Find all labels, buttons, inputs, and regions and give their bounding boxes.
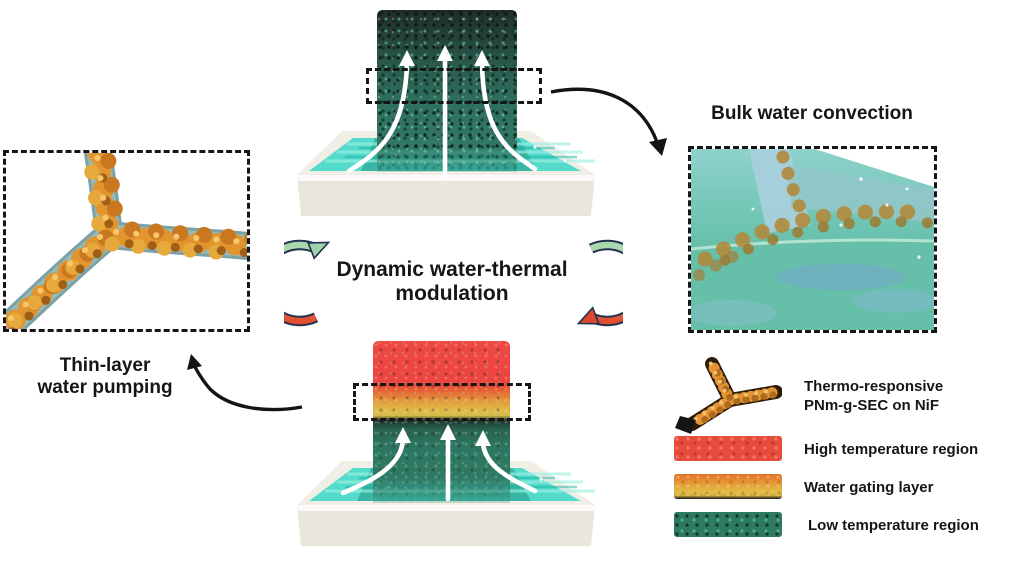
particles-shadow bbox=[8, 155, 247, 329]
connector-arrowhead bbox=[649, 138, 667, 156]
particles-column bbox=[776, 150, 810, 222]
particles-light bbox=[6, 153, 247, 329]
y-branch-icon bbox=[675, 357, 782, 434]
blue-reflection bbox=[776, 264, 906, 290]
legend-label-thermo: Thermo-responsive PNm-g-SEC on NiF bbox=[804, 378, 944, 414]
tray-front-face bbox=[297, 175, 595, 216]
high-temperature-swatch bbox=[674, 436, 782, 461]
bulk-water bbox=[691, 239, 934, 330]
left-caption-line2: water pumping bbox=[37, 376, 173, 398]
hot-state-scene bbox=[285, 333, 635, 548]
gating-zone-box bbox=[353, 383, 531, 421]
sparkles bbox=[751, 177, 921, 259]
connector-arrow-to-bulk bbox=[550, 87, 667, 156]
branch-horizontal bbox=[787, 165, 934, 223]
connector-arrow-to-thin-layer bbox=[187, 354, 303, 412]
blue-reflection bbox=[854, 289, 934, 313]
upflow-arrows-top bbox=[346, 45, 538, 180]
center-label: Dynamic water-thermal modulation bbox=[320, 258, 584, 306]
legend-label-low-temp: Low temperature region bbox=[808, 517, 979, 534]
blue-reflection bbox=[691, 300, 777, 326]
thin-layer-render bbox=[6, 153, 247, 329]
cycle-arrow-left bbox=[284, 239, 331, 327]
legend-label-gating: Water gating layer bbox=[804, 479, 934, 496]
left-caption-line1: Thin-layer bbox=[59, 355, 151, 376]
water-gating-swatch bbox=[674, 474, 782, 499]
convection-zone-box bbox=[366, 68, 542, 104]
legend-label-high-temp: High temperature region bbox=[804, 441, 979, 458]
upflow-arrows-bottom bbox=[340, 424, 538, 502]
thin-layer-inset bbox=[3, 150, 250, 332]
foam-block-heated bbox=[373, 341, 510, 503]
right-inset-title: Bulk water convection bbox=[711, 103, 913, 124]
particles-left bbox=[693, 247, 747, 281]
upflow-arrowheads bbox=[395, 424, 491, 446]
connector-arrowhead bbox=[187, 354, 202, 370]
particles-row-dark bbox=[703, 216, 934, 275]
legend: Thermo-responsive PNm-g-SEC on NiF High … bbox=[658, 350, 1024, 562]
branch-black-tip bbox=[675, 416, 696, 434]
tray-front-face bbox=[297, 505, 595, 546]
center-label-line2: modulation bbox=[395, 281, 509, 305]
cycle-arrow-right bbox=[576, 239, 623, 327]
bulk-convection-render bbox=[691, 149, 934, 330]
bulk-convection-inset bbox=[688, 146, 937, 333]
particles-highlight bbox=[6, 153, 247, 324]
center-label-line1: Dynamic water-thermal bbox=[336, 258, 568, 281]
branch-vertical bbox=[749, 149, 811, 233]
low-temperature-swatch bbox=[674, 512, 782, 537]
cycle-arrowhead-up bbox=[307, 241, 331, 260]
cycle-arrowhead-down bbox=[576, 306, 601, 325]
wet-state-scene bbox=[285, 3, 635, 218]
left-inset-caption: Thin-layer water pumping bbox=[5, 355, 205, 398]
tray-front-highlight bbox=[297, 505, 595, 511]
particles-row bbox=[697, 204, 934, 267]
upflow-arrowheads bbox=[399, 45, 490, 66]
background-corner bbox=[815, 149, 934, 187]
